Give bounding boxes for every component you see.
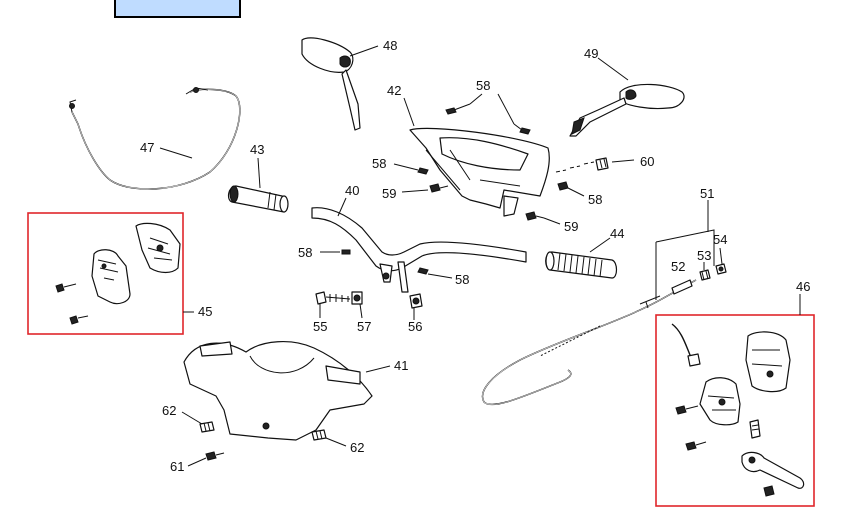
label-58-mid: 58 [372, 156, 386, 171]
label-57: 57 [357, 319, 371, 334]
leader-40 [337, 197, 347, 217]
leader-49 [597, 57, 629, 81]
leader-58-right [567, 187, 585, 197]
washer-56-part[interactable] [409, 293, 423, 309]
label-62-right: 62 [350, 440, 364, 455]
label-58-bar-right: 58 [455, 272, 469, 287]
handlebar-cover-upper-part[interactable] [409, 127, 550, 217]
label-43: 43 [250, 142, 264, 157]
label-48: 48 [383, 38, 397, 53]
nut-54-part[interactable] [715, 263, 727, 275]
left-mirror-part[interactable] [301, 37, 361, 131]
label-55: 55 [313, 319, 327, 334]
leader-62-left [181, 411, 203, 425]
leader-61 [187, 457, 207, 467]
nut-57-part[interactable] [351, 291, 363, 305]
leader-54 [719, 247, 723, 265]
brake-switch-wire-part[interactable] [671, 323, 701, 367]
right-mirror-part[interactable] [569, 83, 685, 137]
leader-58-upper [469, 93, 483, 105]
screw-59-left[interactable] [429, 183, 449, 193]
leader-59-left [401, 189, 429, 193]
screw-46-upper[interactable] [675, 405, 699, 415]
label-54: 54 [713, 232, 727, 247]
screw-58-upper-right[interactable] [513, 123, 531, 135]
label-60: 60 [640, 154, 654, 169]
label-51: 51 [700, 186, 714, 201]
clip-62-left[interactable] [199, 421, 215, 433]
screw-58-bar-right[interactable] [417, 267, 429, 275]
leader-41 [365, 365, 391, 373]
label-53: 53 [697, 248, 711, 263]
label-59-right: 59 [564, 219, 578, 234]
leader-42 [403, 97, 415, 127]
leader-cable-end [539, 325, 601, 357]
label-58-upper: 58 [476, 78, 490, 93]
group-51-bracket [655, 229, 715, 300]
leader-60 [611, 159, 635, 163]
leader-58-bar-right [427, 273, 453, 279]
label-41: 41 [394, 358, 408, 373]
leader-43 [257, 157, 261, 189]
brake-lever-clamp-part[interactable] [699, 377, 741, 426]
leader-44 [589, 237, 611, 253]
label-52: 52 [671, 259, 685, 274]
label-59-left: 59 [382, 186, 396, 201]
leader-47 [159, 147, 193, 159]
throttle-cable-part[interactable] [69, 87, 241, 190]
label-62-left: 62 [162, 403, 176, 418]
brake-lever-part[interactable] [741, 451, 805, 489]
right-grip-part[interactable] [545, 251, 618, 279]
handlebar-cover-lower-part[interactable] [183, 341, 373, 441]
handlebar-tube-part[interactable] [311, 207, 527, 293]
screw-45-lower[interactable] [69, 315, 89, 325]
leader-58-mid [393, 163, 419, 171]
screw-58-mid-left[interactable] [417, 167, 429, 175]
leader-57 [359, 303, 363, 319]
screw-61-part[interactable] [205, 451, 225, 461]
right-switch-housing-part[interactable] [745, 331, 791, 393]
label-44: 44 [610, 226, 624, 241]
screw-59-right[interactable] [525, 211, 545, 221]
screw-45-upper[interactable] [55, 283, 77, 293]
cable-adjuster-53-part[interactable] [699, 269, 711, 281]
label-45: 45 [198, 304, 212, 319]
group-46-highlight-box [655, 314, 815, 507]
left-grip-part[interactable] [227, 185, 289, 213]
screw-58-right[interactable] [557, 181, 569, 191]
left-switch-housing-part[interactable] [91, 222, 181, 305]
screw-58-bar-left[interactable] [341, 249, 351, 255]
label-58-bar-left: 58 [298, 245, 312, 260]
brake-cable-part[interactable] [481, 279, 697, 406]
label-46: 46 [796, 279, 810, 294]
label-58-right: 58 [588, 192, 602, 207]
screw-60-part[interactable] [555, 157, 609, 173]
nut-46-part[interactable] [763, 485, 775, 497]
screw-58-upper-left[interactable] [445, 103, 471, 115]
label-56: 56 [408, 319, 422, 334]
leader-59-right [543, 217, 561, 225]
screw-46-lower[interactable] [685, 441, 707, 451]
header-tab[interactable] [114, 0, 241, 18]
label-47: 47 [140, 140, 154, 155]
label-42: 42 [387, 83, 401, 98]
label-49: 49 [584, 46, 598, 61]
leader-62-right [325, 437, 347, 447]
bolt-55-part[interactable] [315, 291, 351, 305]
pivot-bolt-46-part[interactable] [749, 419, 761, 439]
clip-62-right[interactable] [311, 429, 327, 441]
label-40: 40 [345, 183, 359, 198]
label-61: 61 [170, 459, 184, 474]
leader-48 [349, 45, 379, 57]
group-45-highlight-box [27, 212, 184, 335]
